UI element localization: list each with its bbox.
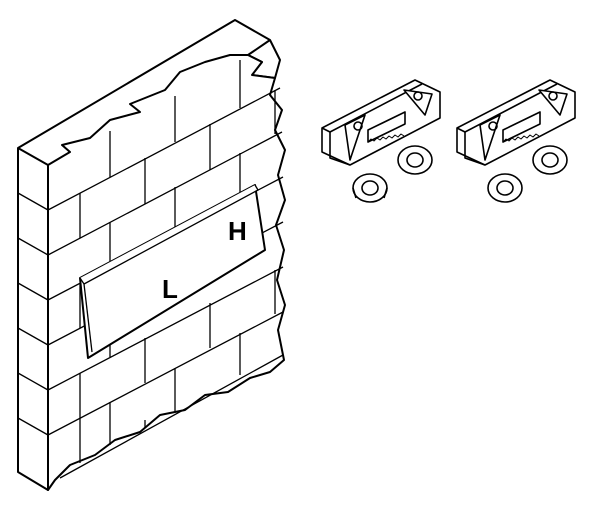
wall-side-face [17,147,49,491]
panel-length-label: L [162,274,178,304]
spacer [397,145,433,175]
spacer [532,145,568,175]
panel-height-label: H [228,216,247,246]
mounting-bracket [321,79,441,166]
panel [79,184,266,359]
spacer [352,173,388,203]
spacer [487,173,523,203]
mounting-bracket [456,79,576,166]
